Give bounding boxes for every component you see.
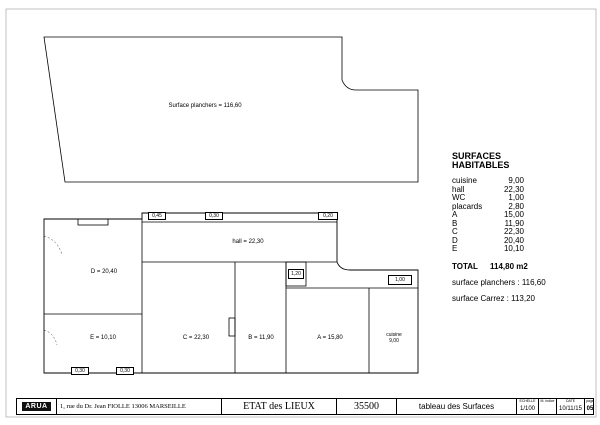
legend-title: SURFACES HABITABLES	[452, 152, 592, 170]
legend-items: cuisine 9,00 hall 22,30 WC 1,00 placards 2,8…	[452, 176, 592, 254]
room-b-label: B = 11,90	[248, 335, 274, 341]
room-d-label: D = 20,40	[90, 269, 118, 275]
legend-title-line2: HABITABLES	[452, 160, 510, 170]
legend-item: D 20,40	[452, 235, 592, 246]
logo-text: ARUA	[22, 402, 51, 411]
door-swings	[43, 235, 63, 346]
room-a-label: A = 15,80	[317, 335, 343, 341]
dim-box: 0,30	[116, 367, 134, 375]
interior-walls	[44, 218, 418, 373]
legend-item: E 10,10	[452, 244, 592, 254]
legend-item-value: 11,90	[504, 218, 524, 228]
room-cuisine-name: cuisine	[386, 332, 402, 338]
date-value: 10/11/15	[559, 406, 582, 412]
dim-box: 0,30	[71, 367, 89, 375]
legend-item-name: cuisine	[452, 176, 477, 185]
legend-item-name: A	[452, 210, 458, 219]
legend-item: cuisine 9,00	[452, 176, 592, 186]
legend-total: TOTAL 114,80 m2	[452, 262, 592, 271]
metadata-cells: ECHELLE 1/100 M. indice DATE 10/11/15 pa…	[517, 399, 595, 414]
legend-item-value: 2,80	[508, 201, 524, 211]
surfaces-legend: SURFACES HABITABLES cuisine 9,00 hall 22,3…	[452, 152, 592, 303]
scale-cell: ECHELLE 1/100	[517, 399, 539, 414]
room-c-label: C = 22,30	[182, 335, 210, 341]
dim-box: 1,00	[388, 275, 412, 285]
dim-box: 0,45	[148, 212, 166, 220]
date-label: DATE	[565, 399, 576, 403]
sheet-border	[5, 8, 597, 418]
legend-item-name: placards	[452, 201, 483, 211]
surface-carrez-text: surface Carrez : 113,20	[452, 293, 536, 303]
upper-floor-outline	[43, 36, 419, 183]
legend-item: WC 1,00	[452, 193, 592, 203]
dim-box: 0,30	[205, 212, 223, 220]
address: 1, rue du Dr. Jean FIOLLE 13006 MARSEILL…	[57, 399, 222, 414]
surface-planchers-label: Surface planchers = 116,60	[168, 103, 242, 109]
page-label: page	[586, 399, 594, 403]
scale-value: 1/100	[519, 406, 535, 412]
dim-box: 1,20	[288, 269, 304, 279]
legend-title-line1: SURFACES	[452, 151, 502, 161]
title-block: ARUA 1, rue du Dr. Jean FIOLLE 13006 MAR…	[16, 398, 594, 415]
legend-total-value: 114,80 m2	[490, 261, 528, 271]
legend-item: placards 2,80	[452, 201, 592, 212]
scale-label: ECHELLE	[519, 399, 536, 403]
room-e-label: E = 10,10	[90, 335, 116, 341]
legend-item-name: hall	[452, 184, 465, 194]
legend-item-name: WC	[452, 193, 466, 202]
legend-item-value: 15,00	[503, 210, 524, 219]
reference-number: 35500	[337, 399, 397, 414]
document-title: ETAT des LIEUX	[222, 399, 337, 414]
mod-cell: M. indice	[539, 399, 557, 414]
legend-item-name: C	[452, 227, 458, 236]
legend-item-value: 22,30	[503, 184, 524, 194]
legend-item: hall 22,30	[452, 184, 592, 195]
document-subject: tableau des Surfaces	[397, 399, 517, 414]
lower-floor-outline	[43, 212, 419, 374]
room-cuisine-label: cuisine 9,00	[386, 332, 402, 344]
legend-item-value: 22,30	[503, 227, 524, 236]
legend-item-name: B	[452, 218, 458, 228]
legend-total-label: TOTAL	[452, 261, 478, 271]
dim-box: 0,20	[318, 212, 338, 220]
logo: ARUA	[17, 399, 57, 414]
legend-item-value: 1,00	[508, 193, 524, 202]
page-cell: page 05	[585, 399, 595, 414]
surface-planchers-text: surface planchers : 116,60	[452, 277, 546, 287]
page-value: 05	[586, 406, 594, 412]
room-hall-label: hall = 22,30	[232, 239, 264, 245]
mod-label: M. indice	[540, 399, 555, 403]
legend-item: C 22,30	[452, 227, 592, 237]
date-cell: DATE 10/11/15	[557, 399, 585, 414]
room-cuisine-area: 9,00	[389, 338, 399, 344]
legend-item-name: D	[452, 235, 458, 245]
legend-item: B 11,90	[452, 218, 592, 229]
legend-item-value: 9,00	[508, 176, 524, 185]
legend-item: A 15,00	[452, 210, 592, 220]
legend-item-name: E	[452, 244, 458, 253]
legend-item-value: 10,10	[503, 244, 524, 253]
legend-item-value: 20,40	[503, 235, 524, 245]
